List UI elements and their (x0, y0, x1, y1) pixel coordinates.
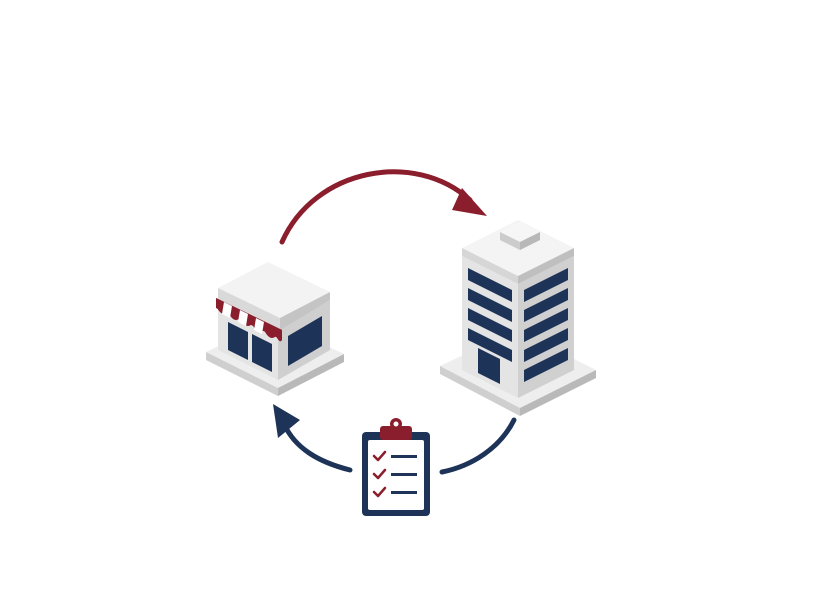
checklist-row (372, 468, 417, 480)
flow-arrow-tower-to-checklist (439, 417, 517, 475)
clipboard-checklist-icon (362, 418, 430, 516)
storefront-icon (206, 262, 344, 396)
flow-arrow-checklist-to-shop (273, 404, 353, 473)
checklist-row (372, 486, 417, 498)
checklist-row (372, 450, 417, 462)
office-building-icon (440, 220, 596, 416)
flow-arrow-shop-to-tower (279, 169, 487, 245)
